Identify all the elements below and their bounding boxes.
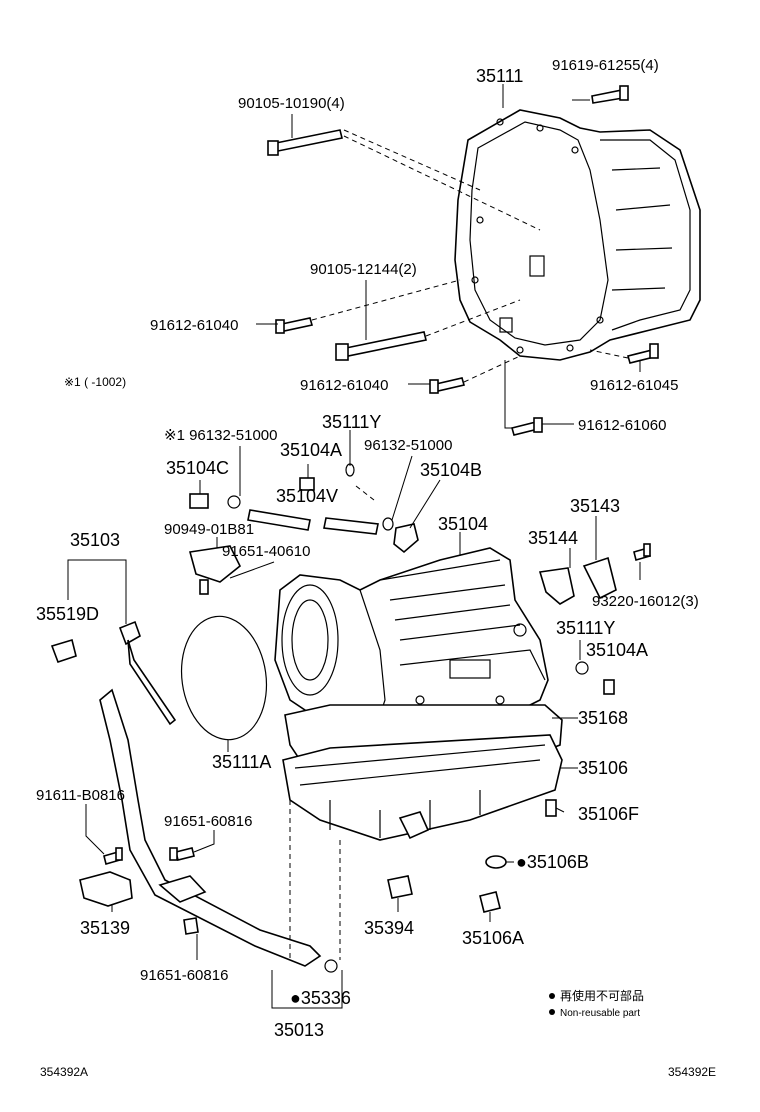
small-parts-drawings (103, 463, 651, 973)
label-35139: 35139 (80, 918, 130, 938)
label-91619-61255: 91619-61255(4) (552, 57, 659, 74)
label-35106F: 35106F (578, 804, 639, 824)
label-35104V: 35104V (276, 486, 338, 506)
label-91651-40610: 91651-40610 (222, 543, 310, 560)
legend: 再使用不可部品 Non-reusable part (549, 988, 644, 1019)
label-note-star1: ※1 ( -1002) (64, 375, 126, 389)
dipstick-drawing (50, 620, 177, 726)
bolt-drawings-upper (267, 85, 659, 436)
label-91611-B0816: 91611-B0816 (36, 787, 125, 804)
legend-non-reusable-jp: 再使用不可部品 (560, 988, 644, 1003)
part-labels: 35111 91619-61255(4) 90105-10190(4) 9010… (36, 57, 699, 1040)
label-35104: 35104 (438, 514, 488, 534)
filler-tube-drawing (79, 688, 322, 967)
o-ring-gasket-drawing (180, 615, 268, 741)
figure-code-left: 354392A (40, 1065, 88, 1079)
oil-pan-drawing (282, 704, 563, 841)
label-35111: 35111 (476, 66, 523, 86)
transmission-housing-drawing (454, 109, 701, 361)
label-90105-12144: 90105-12144(2) (310, 261, 417, 278)
label-35104A-a: 35104A (280, 440, 342, 460)
label-35111Y-a: 35111Y (322, 412, 381, 432)
label-35104A-b: 35104A (586, 640, 648, 660)
label-35144: 35144 (528, 528, 578, 548)
label-96132-51000-star: ※1 96132-51000 (164, 427, 278, 444)
legend-non-reusable-en: Non-reusable part (560, 1008, 640, 1019)
label-35111Y-b: 35111Y (556, 618, 615, 638)
label-35168: 35168 (578, 708, 628, 728)
label-91651-60816-b: 91651-60816 (140, 967, 228, 984)
label-35106: 35106 (578, 758, 628, 778)
label-35104B: 35104B (420, 460, 482, 480)
label-93220-16012: 93220-16012(3) (592, 593, 699, 610)
label-91612-61040-a: 91612-61040 (150, 317, 238, 334)
label-35394: 35394 (364, 918, 414, 938)
label-91612-61060: 91612-61060 (578, 417, 666, 434)
label-35519D: 35519D (36, 604, 99, 624)
label-90949-01B81: 90949-01B81 (164, 521, 254, 538)
label-90105-10190: 90105-10190(4) (238, 95, 345, 112)
label-35111A: 35111A (212, 752, 271, 772)
label-91651-60816-a: 91651-60816 (164, 813, 252, 830)
leader-lines (67, 84, 641, 1009)
label-91612-61045: 91612-61045 (590, 377, 678, 394)
label-35013: 35013 (274, 1020, 324, 1040)
label-35106B: ●35106B (516, 852, 589, 872)
label-35106A: 35106A (462, 928, 524, 948)
label-35104C: 35104C (166, 458, 229, 478)
label-91612-61040-b: 91612-61040 (300, 377, 388, 394)
label-35143: 35143 (570, 496, 620, 516)
label-96132-51000: 96132-51000 (364, 437, 452, 454)
label-35336: ●35336 (290, 988, 351, 1008)
label-35103: 35103 (70, 530, 120, 550)
figure-code-right: 354392E (668, 1065, 716, 1079)
